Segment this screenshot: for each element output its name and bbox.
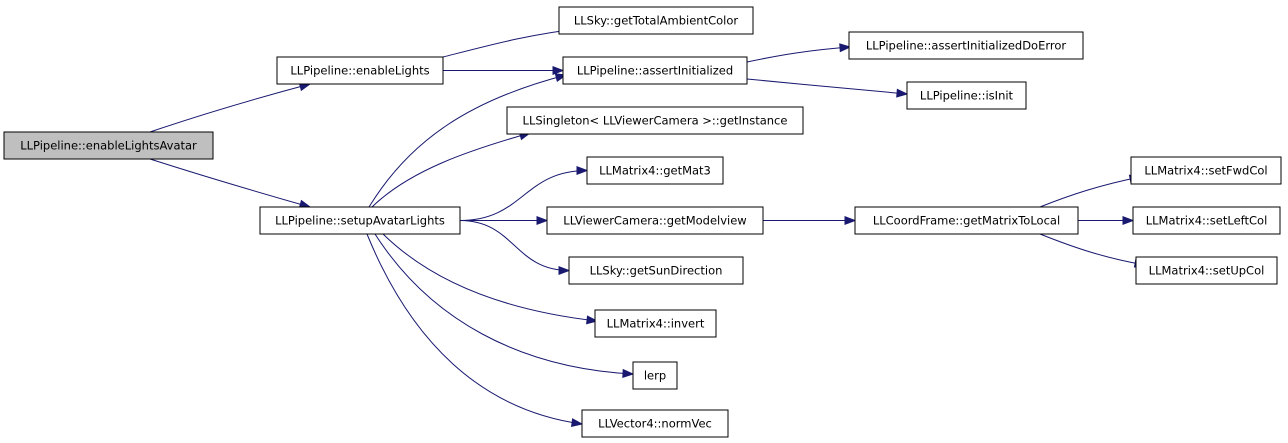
edge-setupAvatarLights-to-getMat3 (459, 165, 589, 221)
node-label: LLMatrix4::setFwdCol (1144, 164, 1267, 178)
edge-getMatrixToLocal-to-setFwdCol (1039, 174, 1142, 208)
node-setUpCol[interactable]: LLMatrix4::setUpCol (1135, 256, 1278, 285)
node-box (546, 206, 764, 235)
edge-setupAvatarLights-to-getInstance (371, 131, 532, 208)
node-label: LLPipeline::assertInitializedDoError (866, 39, 1067, 53)
edge-line (371, 132, 531, 208)
node-lerp[interactable]: lerp (632, 361, 678, 390)
edge-arrowhead (844, 215, 857, 226)
edge-line (459, 220, 570, 271)
node-getTotalAmbientColor[interactable]: LLSky::getTotalAmbientColor (558, 6, 754, 35)
node-getMatrixToLocal[interactable]: LLCoordFrame::getMatrixToLocal (854, 206, 1079, 235)
edge-line (382, 233, 598, 322)
node-label: LLPipeline::setupAvatarLights (275, 214, 445, 228)
node-box (854, 206, 1079, 235)
edge-getMatrixToLocal-to-setUpCol (1039, 233, 1147, 268)
node-setFwdCol[interactable]: LLMatrix4::setFwdCol (1130, 156, 1282, 185)
node-label: LLMatrix4::invert (607, 317, 705, 331)
edge-arrowhead (839, 43, 852, 53)
node-layer: LLPipeline::enableLightsAvatarLLPipeline… (3, 6, 1282, 438)
node-box (558, 6, 754, 35)
edge-arrowhead (558, 265, 571, 276)
node-label: LLMatrix4::getMat3 (599, 164, 711, 178)
node-label: LLSingleton< LLViewerCamera >::getInstan… (523, 114, 788, 128)
node-label: LLPipeline::enableLightsAvatar (20, 139, 197, 153)
node-label: LLPipeline::enableLights (290, 64, 429, 78)
edge-layer (149, 24, 1147, 428)
node-isInit[interactable]: LLPipeline::isInit (906, 81, 1027, 110)
edge-line (368, 74, 567, 208)
edge-getMatrixToLocal-to-setLeftCol (1078, 215, 1135, 226)
node-box (594, 309, 717, 338)
node-getMat3[interactable]: LLMatrix4::getMat3 (586, 156, 724, 185)
node-box (259, 206, 461, 235)
node-box (506, 106, 804, 135)
node-label: LLVector4::normVec (598, 417, 712, 431)
edge-assertInitialized-to-assertInitializedDoError (746, 43, 852, 63)
node-normVec[interactable]: LLVector4::normVec (581, 409, 729, 438)
node-box (562, 56, 748, 85)
node-invert[interactable]: LLMatrix4::invert (594, 309, 717, 338)
node-label: LLSky::getSunDirection (590, 264, 723, 278)
node-setLeftCol[interactable]: LLMatrix4::setLeftCol (1132, 206, 1281, 235)
edge-arrowhead (570, 418, 584, 428)
edge-line (746, 78, 908, 95)
edge-arrowhead (536, 215, 549, 226)
edge-setupAvatarLights-to-getSunDirection (459, 220, 571, 276)
edge-setupAvatarLights-to-lerp (374, 233, 635, 378)
edge-line (746, 46, 851, 63)
edge-line (459, 170, 588, 221)
node-label: LLPipeline::isInit (920, 89, 1014, 103)
edge-arrowhead (896, 88, 909, 98)
edge-arrowhead (586, 315, 599, 325)
node-box (581, 409, 729, 438)
edge-root-to-setupAvatarLights (149, 158, 312, 209)
node-getModelview[interactable]: LLViewerCamera::getModelview (546, 206, 764, 235)
edge-setupAvatarLights-to-invert (382, 233, 599, 325)
edge-setupAvatarLights-to-getModelview (460, 215, 549, 226)
edge-line (1039, 176, 1141, 208)
edge-getModelview-to-getMatrixToLocal (763, 215, 857, 226)
node-label: LLMatrix4::setLeftCol (1146, 214, 1268, 228)
node-box (586, 156, 724, 185)
node-setupAvatarLights[interactable]: LLPipeline::setupAvatarLights (259, 206, 461, 235)
node-label: LLMatrix4::setUpCol (1149, 264, 1265, 278)
edge-arrowhead (1122, 215, 1135, 226)
edge-setupAvatarLights-to-assertInitialized (368, 73, 568, 208)
node-box (276, 56, 444, 85)
node-assertInitialized[interactable]: LLPipeline::assertInitialized (562, 56, 748, 85)
node-assertInitializedDoError[interactable]: LLPipeline::assertInitializedDoError (848, 31, 1084, 60)
node-box (1132, 206, 1281, 235)
node-getSunDirection[interactable]: LLSky::getSunDirection (568, 256, 744, 285)
node-label: lerp (644, 369, 666, 383)
node-root[interactable]: LLPipeline::enableLightsAvatar (3, 131, 214, 160)
edge-line (366, 233, 583, 425)
node-box (3, 131, 214, 160)
node-box (1130, 156, 1282, 185)
edge-line (149, 158, 311, 208)
edge-line (1039, 233, 1146, 266)
node-getInstance[interactable]: LLSingleton< LLViewerCamera >::getInstan… (506, 106, 804, 135)
node-box (848, 31, 1084, 60)
edge-line (149, 83, 311, 133)
node-box (906, 81, 1027, 110)
node-box (1135, 256, 1278, 285)
edge-arrowhead (576, 165, 589, 176)
edge-enableLights-to-assertInitialized (442, 65, 565, 76)
edge-assertInitialized-to-isInit (746, 78, 909, 98)
node-label: LLSky::getTotalAmbientColor (574, 14, 739, 28)
node-box (568, 256, 744, 285)
edge-setupAvatarLights-to-normVec (366, 233, 584, 428)
node-enableLights[interactable]: LLPipeline::enableLights (276, 56, 444, 85)
edge-line (374, 233, 634, 375)
node-label: LLCoordFrame::getMatrixToLocal (873, 214, 1060, 228)
node-label: LLPipeline::assertInitialized (577, 64, 733, 78)
node-label: LLViewerCamera::getModelview (563, 214, 746, 228)
edge-arrowhead (622, 368, 635, 378)
edge-arrowhead (552, 65, 565, 76)
node-box (632, 361, 678, 390)
edge-root-to-enableLights (149, 82, 312, 133)
